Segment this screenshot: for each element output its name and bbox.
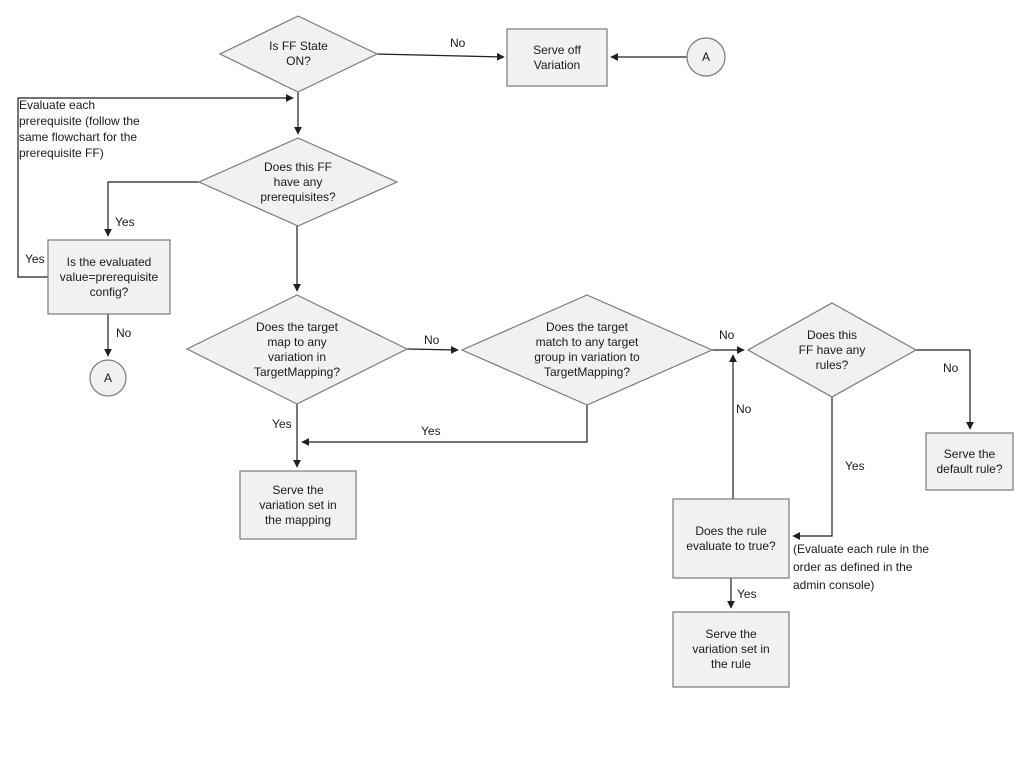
box-serve-off-variation	[506, 28, 608, 87]
edge-rules-yes	[792, 397, 833, 540]
edge-prereq-yes	[104, 181, 199, 237]
circle-connector-a-left	[89, 359, 127, 397]
circle-connector-a-top	[686, 37, 726, 77]
diamond-has-rules	[746, 302, 918, 398]
edge-targetmap-no	[406, 345, 459, 354]
box-serve-rule	[672, 611, 790, 688]
diamond-has-prerequisites	[197, 137, 399, 227]
box-serve-mapping	[239, 470, 357, 540]
diamond-target-group	[460, 294, 714, 406]
box-serve-default	[925, 432, 1014, 491]
edge-targetgroup-yes	[301, 405, 588, 446]
diamond-is-ff-state-on	[218, 15, 379, 93]
edge-rules-no	[916, 349, 974, 430]
box-rule-evaluates-true	[672, 498, 790, 579]
diamond-target-mapping	[185, 294, 409, 405]
box-prereq-config	[47, 239, 171, 315]
edge-prereq-feedback	[17, 94, 294, 278]
edge-ffstate-no	[376, 52, 505, 61]
